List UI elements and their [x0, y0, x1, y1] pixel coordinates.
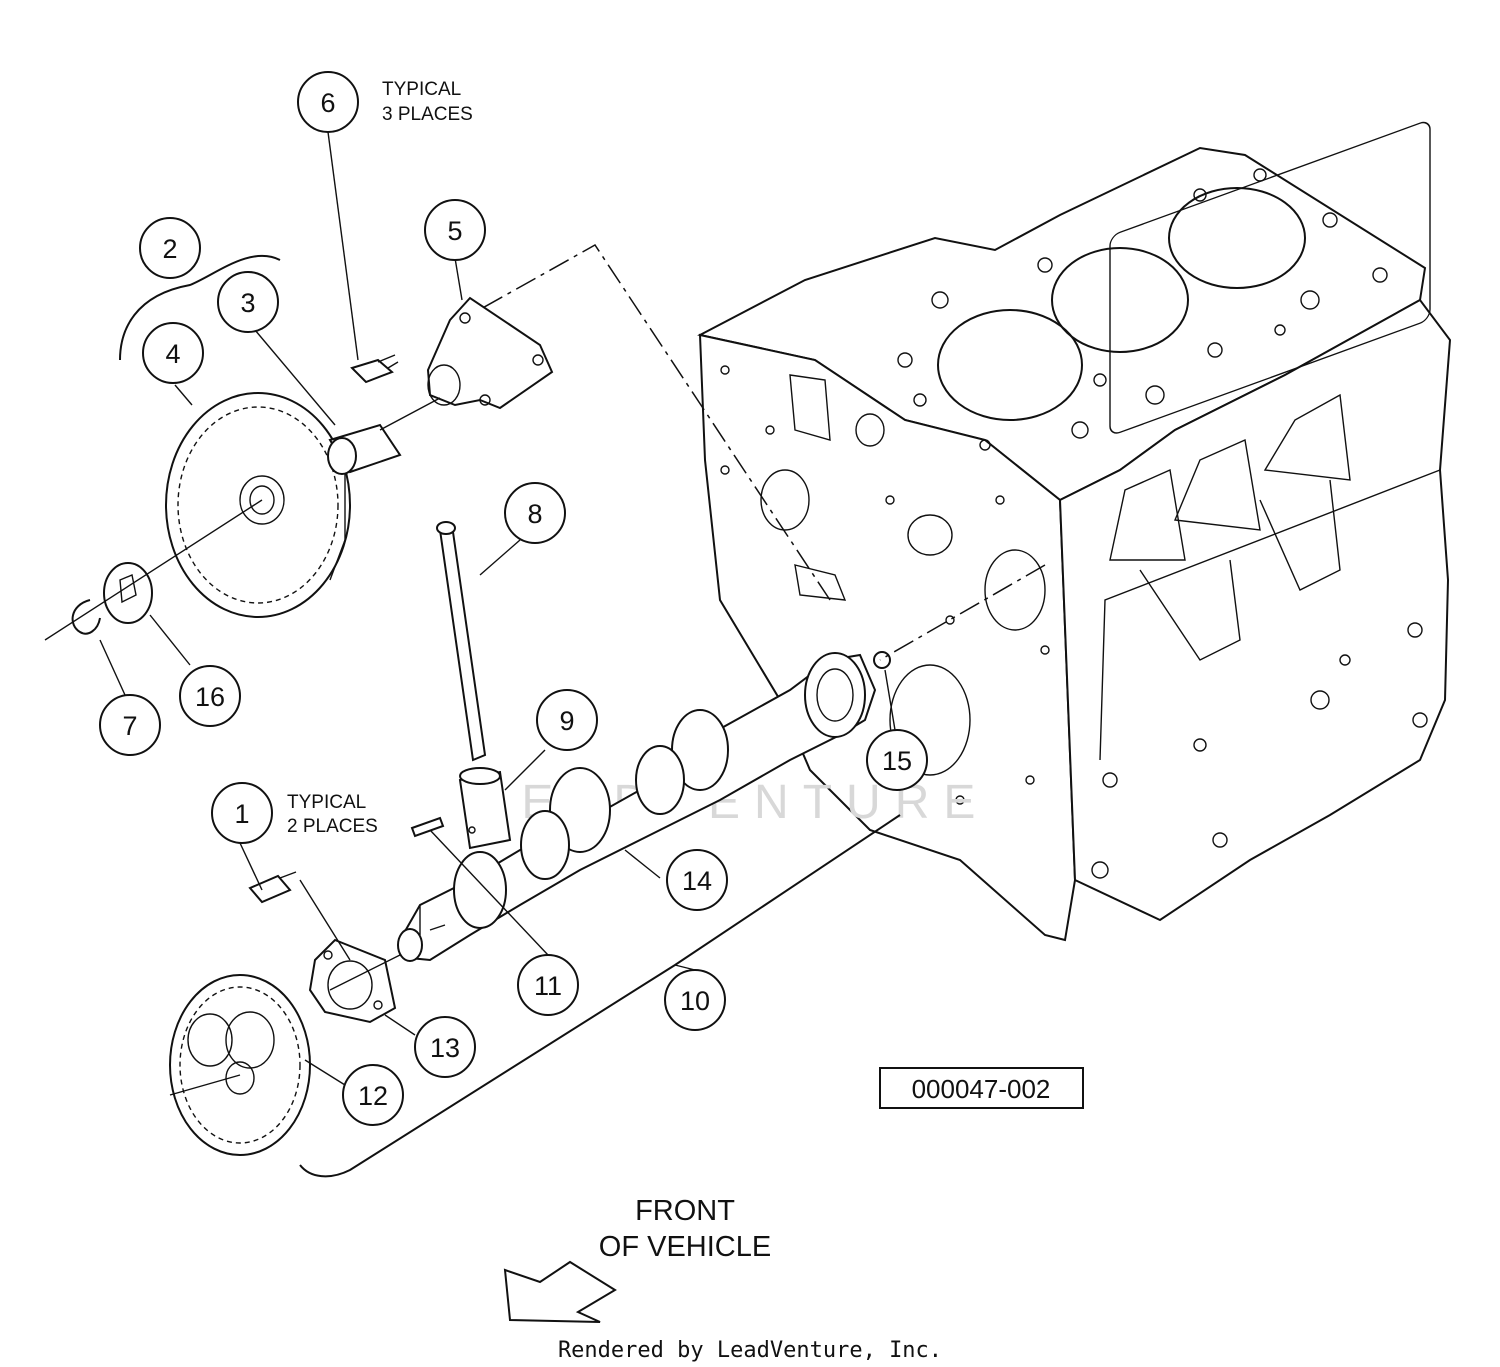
callout-12[interactable]: 12: [342, 1064, 404, 1126]
svg-text:4: 4: [165, 339, 180, 369]
svg-text:5: 5: [447, 216, 462, 246]
svg-text:11: 11: [534, 971, 562, 1001]
retaining-ring: [71, 599, 101, 635]
svg-text:12: 12: [358, 1081, 388, 1111]
callout-11[interactable]: 11: [517, 954, 579, 1016]
front-arrow-icon: [503, 1260, 617, 1323]
callout-13[interactable]: 13: [414, 1016, 476, 1078]
bushing: [327, 423, 402, 475]
direction-label-line2: OF VEHICLE: [599, 1231, 771, 1263]
svg-text:15: 15: [882, 746, 912, 776]
svg-text:6: 6: [320, 88, 335, 118]
svg-text:9: 9: [559, 706, 574, 736]
camshaft: [397, 652, 877, 962]
tappet: [458, 767, 512, 850]
idler-gear: [165, 392, 351, 618]
note-typical-3-line2: 3 PLACES: [382, 104, 473, 125]
reference-number-box: 000047-002: [879, 1067, 1084, 1109]
svg-text:1: 1: [234, 799, 249, 829]
callout-14[interactable]: 14: [666, 849, 728, 911]
note-typical-2-line2: 2 PLACES: [287, 816, 378, 837]
note-typical-2-line1: TYPICAL: [287, 792, 366, 813]
callout-15[interactable]: 15: [866, 729, 928, 791]
callout-16[interactable]: 16: [179, 665, 241, 727]
svg-text:16: 16: [195, 682, 225, 712]
idler-shaft: [426, 296, 554, 410]
callout-7[interactable]: 7: [99, 694, 161, 756]
leader-lines: [99, 131, 896, 1086]
bolt-lower: [248, 871, 297, 904]
svg-text:3: 3: [240, 288, 255, 318]
callout-8[interactable]: 8: [504, 482, 566, 544]
callout-10[interactable]: 10: [664, 969, 726, 1031]
svg-text:14: 14: [682, 866, 712, 896]
svg-text:7: 7: [122, 711, 137, 741]
direction-label-line1: FRONT: [635, 1195, 735, 1227]
push-rod: [436, 521, 487, 762]
callout-4[interactable]: 4: [142, 322, 204, 384]
callout-3[interactable]: 3: [217, 271, 279, 333]
callout-2[interactable]: 2: [139, 217, 201, 279]
washer: [103, 562, 153, 624]
camshaft-retainer-plate: [308, 938, 397, 1024]
svg-text:8: 8: [527, 499, 542, 529]
callout-5[interactable]: 5: [424, 199, 486, 261]
callout-6[interactable]: 6: [297, 71, 359, 133]
cam-gear: [169, 974, 311, 1156]
callout-9[interactable]: 9: [536, 689, 598, 751]
o-ring: [873, 651, 891, 669]
svg-text:13: 13: [430, 1033, 460, 1063]
svg-text:2: 2: [162, 234, 177, 264]
callout-1[interactable]: 1: [211, 782, 273, 844]
reference-number: 000047-002: [912, 1074, 1051, 1104]
engine-block: [469, 121, 1452, 942]
footer-credit: Rendered by LeadVenture, Inc.: [558, 1338, 942, 1363]
bolt-upper: [350, 354, 399, 384]
note-typical-3-line1: TYPICAL: [382, 79, 461, 100]
woodruff-key: [410, 816, 445, 838]
svg-text:10: 10: [680, 986, 710, 1016]
